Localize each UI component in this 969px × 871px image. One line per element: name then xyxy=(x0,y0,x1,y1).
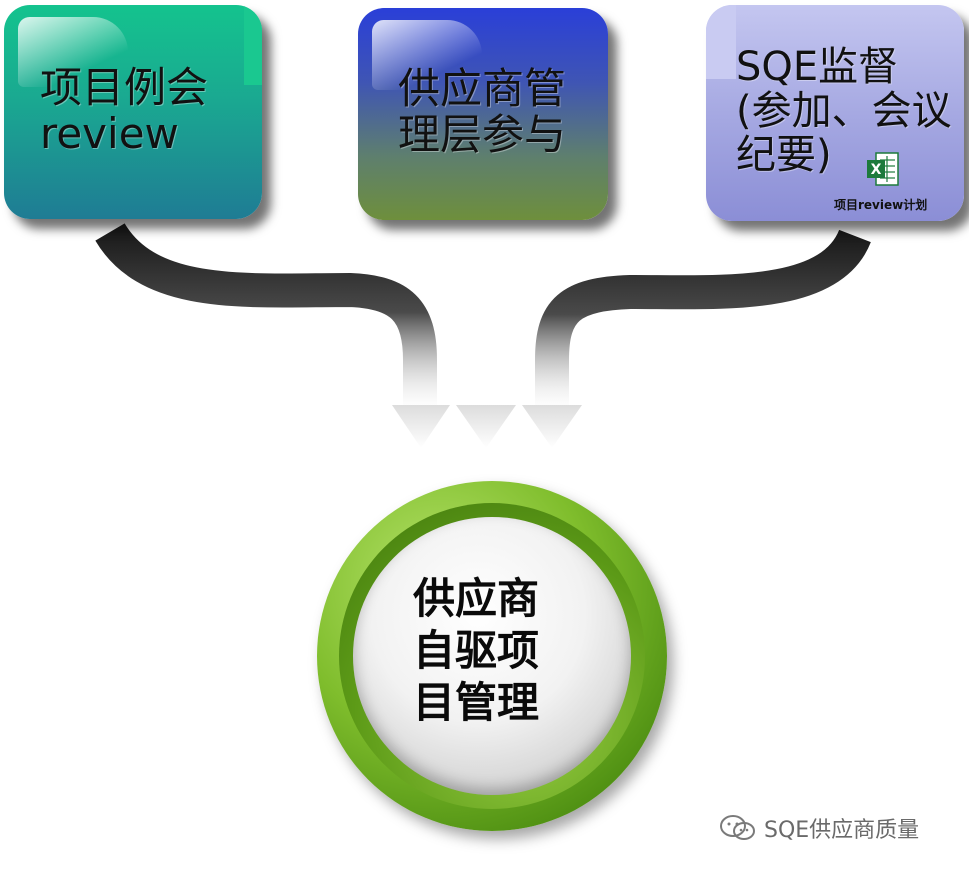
center-line2: 自驱项 xyxy=(413,626,540,675)
box3-line3: 纪要) xyxy=(736,132,832,178)
connector-right xyxy=(535,228,871,410)
box2-line1: 供应商管 xyxy=(398,64,567,113)
watermark-text: SQE供应商质量 xyxy=(764,818,920,843)
excel-icon-letter: X xyxy=(871,162,882,178)
box3-line2: (参加、会议 xyxy=(736,88,952,134)
box1-line1: 项目例会 xyxy=(40,63,209,112)
excel-file-icon[interactable]: X xyxy=(866,151,900,189)
center-line1: 供应商 xyxy=(413,574,540,623)
central-circle: 供应商 自驱项 目管理 xyxy=(317,481,667,831)
arrowhead-left xyxy=(392,405,450,448)
box2-line2: 理层参与 xyxy=(398,110,567,160)
box3-line1: SQE监督 xyxy=(736,44,899,90)
center-line3: 目管理 xyxy=(413,678,540,727)
arrowhead-right xyxy=(522,405,582,448)
supplier-management-box: 供应商管 理层参与 xyxy=(358,8,608,220)
arrowhead-middle xyxy=(456,405,516,448)
connector-left xyxy=(95,222,437,410)
box1-line2: review xyxy=(40,109,179,159)
attachment-caption[interactable]: 项目review计划 xyxy=(834,198,928,212)
wechat-icon xyxy=(720,815,755,840)
sqe-supervision-box: SQE监督 (参加、会议 纪要) xyxy=(706,5,964,221)
central-text: 供应商 自驱项 目管理 xyxy=(413,573,539,729)
watermark: SQE供应商质量 xyxy=(718,812,919,844)
project-review-box: 项目例会 review xyxy=(4,5,262,219)
